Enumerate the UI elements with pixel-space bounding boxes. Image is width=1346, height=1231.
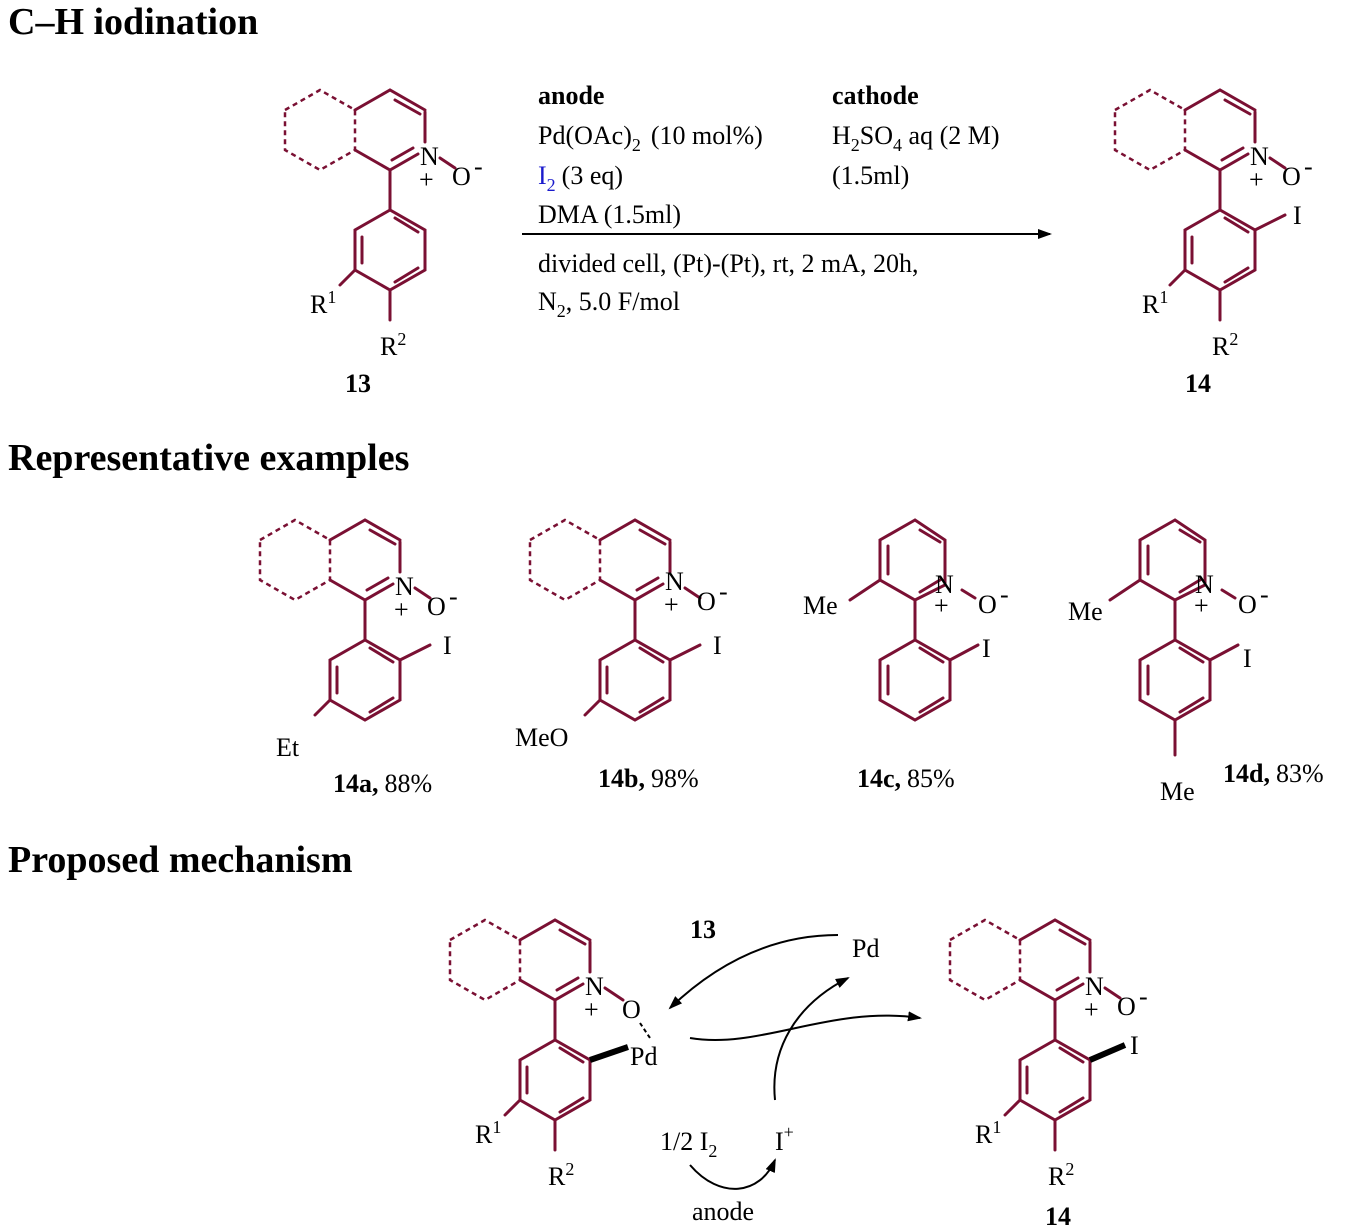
o-atom: O: [1282, 162, 1301, 191]
methyl-substituent: Me: [1068, 597, 1103, 626]
n-atom: N: [1085, 972, 1104, 1001]
iodine-atom: I: [1243, 644, 1252, 673]
i-plus-to-pd-arrow: [773, 977, 850, 1101]
plus-sign: +: [1194, 591, 1209, 620]
r1-substituent: R1: [475, 1117, 501, 1149]
iodine-atom: I: [443, 631, 452, 660]
label-14d: 14d,83%: [1223, 759, 1324, 788]
iodine-line: I2(3 eq): [538, 161, 623, 195]
mechanism-pd: Pd: [852, 934, 879, 963]
ethyl-substituent: Et: [276, 733, 300, 762]
label-14c: 14c,85%: [857, 764, 955, 793]
r1-substituent: R1: [975, 1117, 1001, 1149]
cell-line-2: N2, 5.0 F/mol: [538, 287, 680, 321]
reaction-conditions: anode cathode Pd(OAc)2(10 mol%) I2(3 eq)…: [522, 81, 1052, 321]
cathode-acid-line: H2SO4 aq (2 M): [832, 121, 1000, 155]
compound-14d-structure: [1108, 518, 1240, 757]
iodine-atom: I: [713, 631, 722, 660]
i-plus-label: I+: [775, 1122, 794, 1156]
cathode-volume: (1.5ml): [832, 161, 909, 190]
r2-substituent: R2: [1048, 1159, 1074, 1191]
anode-label: anode: [692, 1197, 754, 1226]
r2-substituent: R2: [380, 329, 406, 361]
methoxy-substituent: MeO: [515, 723, 568, 752]
plus-sign: +: [664, 590, 679, 619]
n-atom: N: [420, 142, 439, 171]
minus-sign: -: [719, 577, 728, 606]
plus-sign: +: [1249, 165, 1264, 194]
cathode-title: cathode: [832, 81, 919, 110]
o-atom: O: [697, 587, 716, 616]
iodine-atom: I: [982, 634, 991, 663]
minus-sign: -: [449, 582, 458, 611]
pd-wedge-bond: [589, 1044, 629, 1063]
pd-to-palladacycle-arrow: [668, 934, 839, 1010]
heading-examples: Representative examples: [8, 437, 409, 479]
o-atom: O: [1117, 992, 1136, 1021]
methyl-substituent: Me: [803, 591, 838, 620]
plus-sign: +: [394, 595, 409, 624]
i-wedge-bond: [1088, 1042, 1127, 1063]
minus-sign: -: [1000, 580, 1009, 609]
mechanism-product-structure: [948, 918, 1122, 1152]
solvent-line: DMA (1.5ml): [538, 200, 681, 229]
iodine-atom: I: [1293, 201, 1302, 230]
half-i2-label: 1/2 I2: [660, 1127, 717, 1161]
o-atom: O: [427, 592, 446, 621]
n-atom: N: [395, 572, 414, 601]
o-pd-dative-bond: [639, 1022, 651, 1039]
r2-substituent: R2: [548, 1159, 574, 1191]
o-atom: O: [978, 590, 997, 619]
palladacycle-structure: [448, 918, 625, 1152]
mechanism-label-13: 13: [690, 915, 716, 944]
n-atom: N: [585, 972, 604, 1001]
n-atom: N: [1195, 570, 1214, 599]
compound-14c-structure: [848, 518, 980, 722]
compound-13-structure: [283, 88, 457, 322]
cell-line-1: divided cell, (Pt)-(Pt), rt, 2 mA, 20h,: [538, 249, 919, 278]
heading-ch-iodination: C–H iodination: [8, 1, 258, 43]
iodine-atom: I: [1130, 1031, 1139, 1060]
r1-substituent: R1: [1142, 287, 1168, 319]
minus-sign: -: [1139, 982, 1148, 1011]
anode-title: anode: [538, 81, 604, 110]
r1-substituent: R1: [310, 287, 336, 319]
plus-sign: +: [1084, 995, 1099, 1024]
minus-sign: -: [1304, 152, 1313, 181]
label-13: 13: [345, 369, 371, 398]
label-14b: 14b,98%: [598, 764, 699, 793]
methyl-para-substituent: Me: [1160, 777, 1195, 806]
o-atom: O: [452, 162, 471, 191]
plus-sign: +: [419, 165, 434, 194]
mechanism-label-14: 14: [1045, 1202, 1071, 1231]
heading-mechanism: Proposed mechanism: [8, 839, 352, 881]
catalyst-line: Pd(OAc)2(10 mol%): [538, 121, 763, 155]
label-14a: 14a,88%: [333, 769, 432, 798]
label-14: 14: [1185, 369, 1211, 398]
minus-sign: -: [1260, 580, 1269, 609]
o-atom: O: [1238, 590, 1257, 619]
n-atom: N: [1250, 142, 1269, 171]
compound-14b-structure: [528, 518, 702, 722]
minus-sign: -: [474, 152, 483, 181]
plus-sign: +: [584, 995, 599, 1024]
r2-substituent: R2: [1212, 329, 1238, 361]
n-atom: N: [665, 567, 684, 596]
o-atom: O: [622, 995, 641, 1024]
anode-oxidation-arrow: [689, 1158, 776, 1190]
compound-14a-structure: [258, 518, 432, 722]
plus-sign: +: [934, 591, 949, 620]
pd-atom: Pd: [630, 1042, 657, 1071]
compound-14-structure: [1113, 88, 1287, 322]
palladacycle-to-product-arrow: [689, 1011, 922, 1042]
n-atom: N: [935, 570, 954, 599]
